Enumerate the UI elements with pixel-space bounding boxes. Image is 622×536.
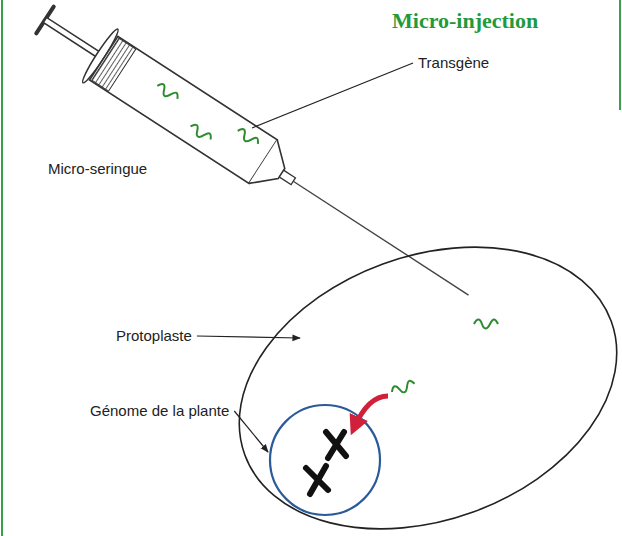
micro-syringe bbox=[28, 0, 486, 322]
part-label: Protoplaste bbox=[116, 327, 192, 345]
transgene bbox=[235, 127, 260, 148]
transgene bbox=[155, 82, 180, 103]
frame-line bbox=[1, 0, 3, 536]
leader-line bbox=[197, 336, 300, 338]
transgene bbox=[474, 320, 498, 329]
transgene bbox=[390, 380, 416, 397]
protoplast-outline bbox=[200, 197, 622, 536]
frame-line bbox=[619, 0, 621, 110]
chromosomes bbox=[306, 432, 346, 494]
part-label: Micro-seringue bbox=[48, 160, 147, 178]
nucleus bbox=[270, 405, 380, 515]
part-label: Transgène bbox=[418, 54, 489, 72]
integration-arrow bbox=[354, 396, 388, 428]
transgene bbox=[188, 123, 213, 144]
part-label: Génome de la plante bbox=[90, 402, 229, 420]
leader-line bbox=[252, 63, 413, 128]
leader-line bbox=[234, 411, 268, 452]
diagram-title: Micro-injection bbox=[392, 8, 538, 34]
